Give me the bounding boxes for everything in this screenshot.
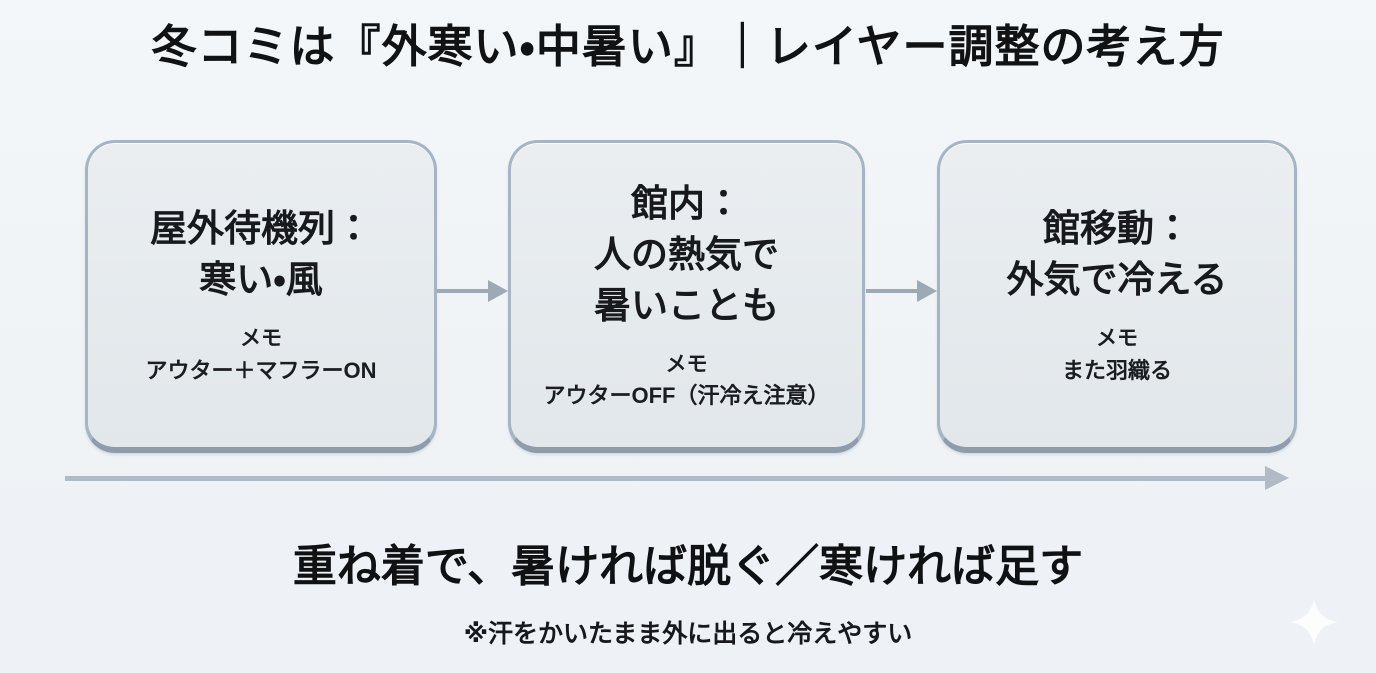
step-main-text: 館移動： 外気で冷える	[1006, 208, 1228, 301]
memo-text: また羽織る	[1061, 357, 1172, 383]
step-memo: メモ アウター＋マフラーON	[145, 323, 376, 386]
step-memo: メモ また羽織る	[1062, 323, 1172, 386]
step-memo: メモ アウターOFF（汗冷え注意）	[544, 349, 830, 412]
step-card-hall-move: 館移動： 外気で冷える メモ また羽織る	[937, 140, 1297, 453]
summary-text: 重ね着で、暑ければ脱ぐ／寒ければ足す	[292, 542, 1084, 591]
arrowhead-icon	[488, 280, 508, 302]
memo-label: メモ	[1095, 327, 1138, 351]
step-arrow-2-icon	[866, 280, 937, 302]
step-card-outdoor-queue: 屋外待機列： 寒い・風 メモ アウター＋マフラーON	[85, 140, 437, 453]
step-card-inside-hall: 館内： 人の熱気で 暑いことも メモ アウターOFF（汗冷え注意）	[508, 140, 865, 453]
step-main-text: 屋外待機列： 寒い・風	[150, 208, 372, 301]
footnote-text: ※汗をかいたまま外に出ると冷えやすい	[463, 620, 913, 648]
memo-label: メモ	[239, 327, 282, 351]
step-main-text: 館内： 人の熱気で 暑いことも	[594, 182, 779, 326]
timeline-arrow-icon	[65, 466, 1289, 490]
arrowhead-icon	[917, 280, 937, 302]
memo-text: アウター＋マフラーON	[145, 357, 377, 383]
sparkle-icon	[1290, 598, 1338, 646]
memo-text: アウターOFF（汗冷え注意）	[543, 383, 830, 409]
arrowhead-icon	[1265, 466, 1289, 490]
memo-label: メモ	[665, 352, 708, 376]
step-arrow-1-icon	[437, 280, 508, 302]
page-title: 冬コミは『外寒い・中暑い』｜レイヤー調整の考え方	[151, 21, 1225, 72]
